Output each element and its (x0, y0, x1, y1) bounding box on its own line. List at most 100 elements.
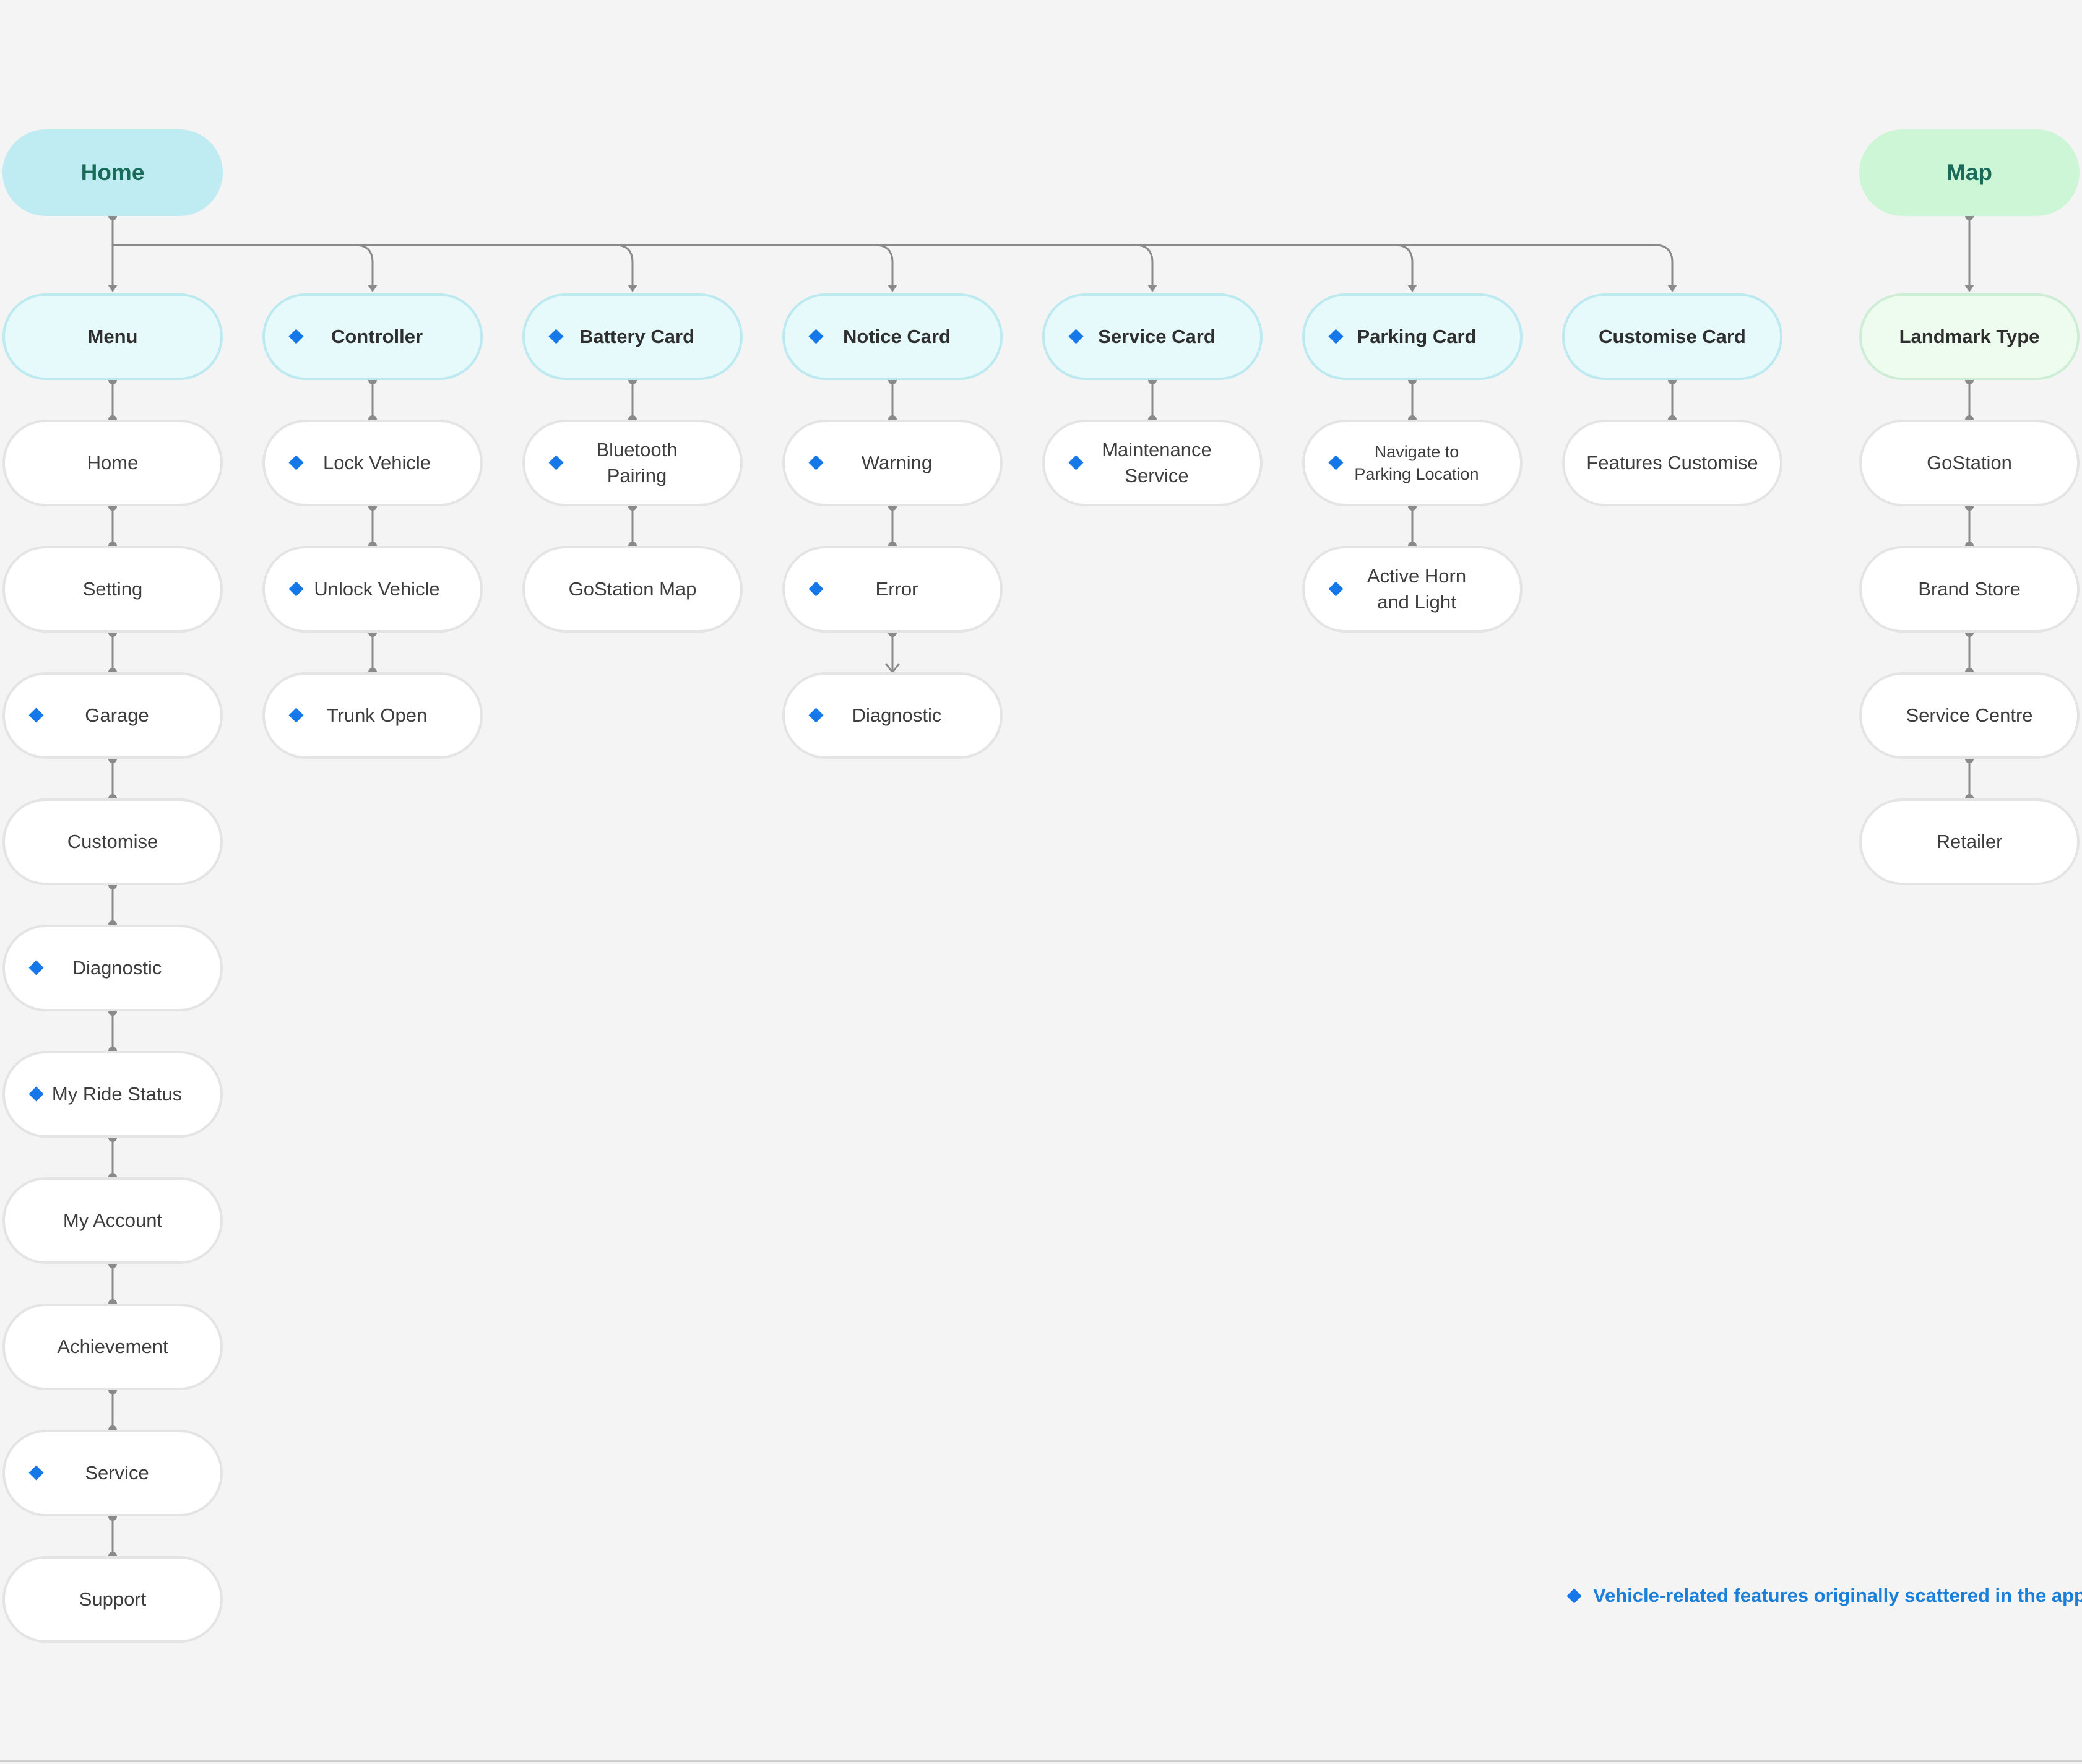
card-node-customise-card: Customise Card (1562, 293, 1782, 380)
blue-diamond-icon (1566, 1588, 1582, 1604)
card-node-controller: Controller (262, 293, 483, 380)
feature-node-lock-vehicle: Lock Vehicle (262, 420, 483, 506)
blue-diamond-icon (1328, 455, 1344, 470)
card-node-battery-card: Battery Card (522, 293, 743, 380)
feature-node-trunk-open-label: Trunk Open (326, 704, 428, 726)
feature-node-bluetooth-pairing-label: Bluetooth Pairing (596, 439, 678, 486)
arrow-head (1667, 285, 1677, 292)
landmark-node-brand-store-label: Brand Store (1918, 578, 2021, 600)
blue-diamond-icon (288, 455, 304, 470)
feature-node-maintenance-service-label: Maintenance Service (1102, 439, 1212, 486)
blue-diamond-icon (1068, 329, 1084, 344)
blue-diamond-icon (1328, 329, 1344, 344)
card-node-menu-label: Menu (87, 326, 138, 347)
blue-diamond-icon (548, 455, 564, 470)
feature-node-lock-vehicle-label: Lock Vehicle (322, 452, 431, 473)
landmark-type-node: Landmark Type (1859, 293, 2080, 380)
feature-node-diagnostic: Diagnostic (2, 925, 223, 1011)
feature-node-gostation-map: GoStation Map (522, 546, 743, 633)
card-node-notice-card-label: Notice Card (843, 326, 951, 347)
feature-node-features-customise: Features Customise (1562, 420, 1782, 506)
blue-diamond-icon (808, 707, 824, 723)
branch-connector (1654, 244, 1674, 287)
feature-node-diagnostic: Diagnostic (782, 672, 1003, 759)
feature-node-my-account-label: My Account (63, 1209, 163, 1231)
arrow-head (108, 285, 118, 292)
feature-node-garage: Garage (2, 672, 223, 759)
arrow-head (1964, 285, 1974, 292)
feature-node-navigate-to-parking-location: Navigate to Parking Location (1302, 420, 1523, 506)
feature-node-active-horn-and-light-label: Active Horn and Light (1367, 565, 1467, 613)
feature-node-unlock-vehicle-label: Unlock Vehicle (314, 578, 440, 600)
branch-connector (1134, 244, 1154, 287)
arrow-head (628, 285, 637, 292)
home-root-node-label: Home (80, 160, 145, 185)
map-root-node-label: Map (1946, 160, 1992, 185)
feature-node-support: Support (2, 1556, 223, 1643)
blue-diamond-icon (288, 329, 304, 344)
card-node-parking-card-label: Parking Card (1357, 326, 1477, 347)
card-node-battery-card-label: Battery Card (579, 326, 695, 347)
feature-node-bluetooth-pairing: Bluetooth Pairing (522, 420, 743, 506)
card-node-parking-card: Parking Card (1302, 293, 1523, 380)
landmark-node-gostation-label: GoStation (1927, 452, 2012, 473)
card-node-service-card-label: Service Card (1098, 326, 1216, 347)
card-node-menu: Menu (2, 293, 223, 380)
card-node-service-card: Service Card (1042, 293, 1263, 380)
feature-node-maintenance-service: Maintenance Service (1042, 420, 1263, 506)
feature-node-service: Service (2, 1430, 223, 1516)
branch-connector (355, 244, 374, 287)
feature-node-warning: Warning (782, 420, 1003, 506)
blue-diamond-icon (28, 1465, 44, 1481)
feature-node-setting-label: Setting (82, 578, 143, 600)
feature-node-my-account: My Account (2, 1177, 223, 1264)
feature-node-active-horn-and-light: Active Horn and Light (1302, 546, 1523, 633)
landmark-node-retailer: Retailer (1859, 798, 2080, 885)
feature-node-home: Home (2, 420, 223, 506)
map-root-node: Map (1859, 129, 2080, 216)
landmark-node-brand-store: Brand Store (1859, 546, 2080, 633)
legend: Vehicle-related features originally scat… (1566, 1585, 2082, 1607)
feature-node-home-label: Home (87, 452, 139, 473)
card-node-customise-card-label: Customise Card (1599, 326, 1746, 347)
arrow-head (888, 285, 897, 292)
feature-node-customise-label: Customise (67, 831, 158, 852)
feature-node-error-label: Error (875, 578, 918, 600)
feature-node-customise: Customise (2, 798, 223, 885)
feature-node-garage-label: Garage (85, 704, 149, 726)
feature-node-my-ride-status: My Ride Status (2, 1051, 223, 1138)
landmark-type-node-label: Landmark Type (1899, 326, 2040, 347)
blue-diamond-icon (28, 960, 44, 975)
landmark-node-retailer-label: Retailer (1936, 831, 2003, 852)
arrow-head (368, 285, 378, 292)
blue-diamond-icon (28, 1086, 44, 1102)
feature-node-warning-label: Warning (861, 452, 933, 473)
blue-diamond-icon (288, 707, 304, 723)
blue-diamond-icon (288, 581, 304, 597)
blue-diamond-icon (808, 581, 824, 597)
feature-node-gostation-map-label: GoStation Map (568, 578, 697, 600)
blue-diamond-icon (1068, 455, 1084, 470)
landmark-node-service-centre: Service Centre (1859, 672, 2080, 759)
feature-node-achievement: Achievement (2, 1304, 223, 1390)
feature-node-my-ride-status-label: My Ride Status (51, 1083, 183, 1105)
blue-diamond-icon (1328, 581, 1344, 597)
card-node-controller-label: Controller (330, 326, 423, 347)
landmark-node-gostation: GoStation (1859, 420, 2080, 506)
feature-node-features-customise-label: Features Customise (1586, 452, 1758, 473)
feature-node-service-label: Service (85, 1462, 149, 1484)
arrow-head (1147, 285, 1157, 292)
branch-connector (615, 244, 634, 287)
arrow-head (1407, 285, 1417, 292)
branch-connector (1394, 244, 1414, 287)
home-root-node: Home (2, 129, 223, 216)
blue-diamond-icon (808, 329, 824, 344)
legend-text: Vehicle-related features originally scat… (1593, 1585, 2082, 1606)
feature-node-navigate-to-parking-location-label: Navigate to Parking Location (1354, 443, 1479, 483)
card-node-notice-card: Notice Card (782, 293, 1003, 380)
branch-connector (875, 244, 894, 287)
feature-node-achievement-label: Achievement (57, 1336, 168, 1357)
bottom-divider (0, 1760, 2082, 1762)
